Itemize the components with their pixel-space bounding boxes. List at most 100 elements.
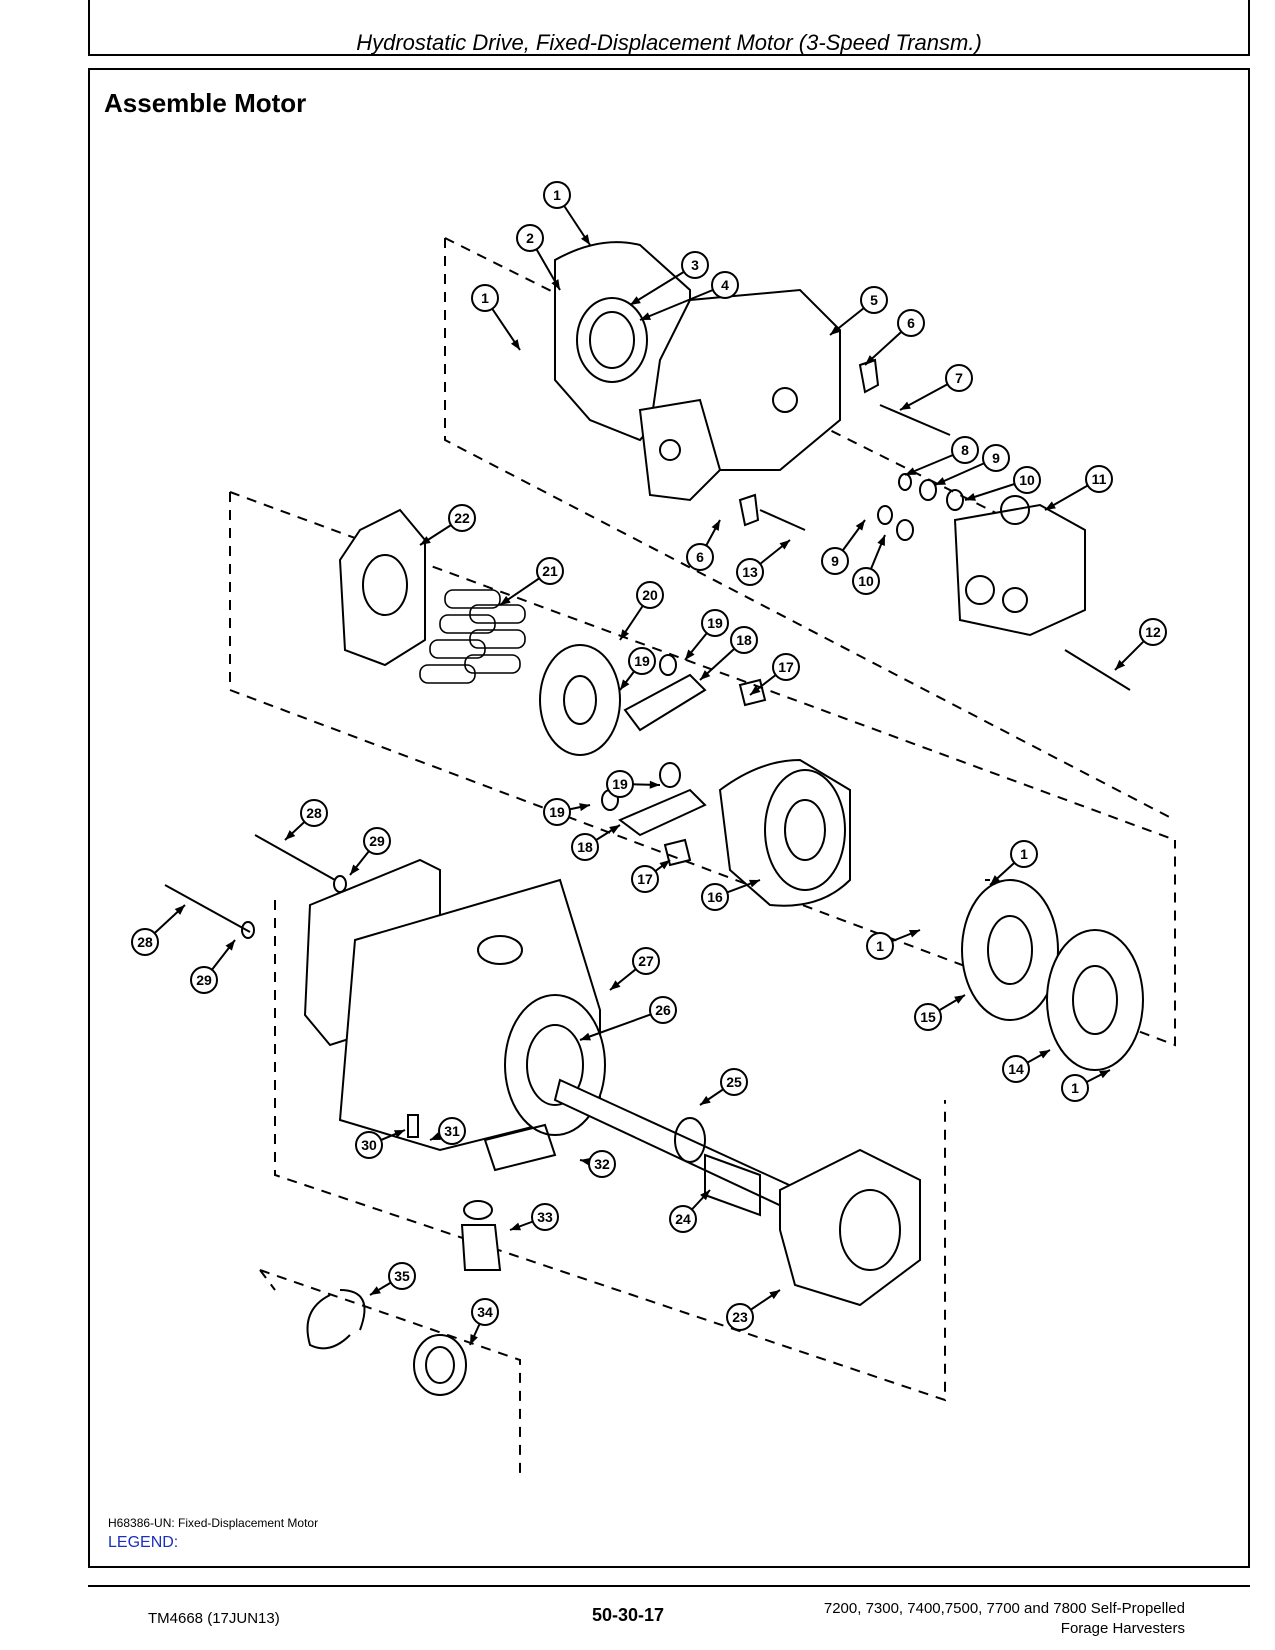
callout-bubble: [914, 1003, 942, 1031]
callout-arrowhead: [769, 1290, 780, 1300]
callout-arrowhead: [394, 1130, 405, 1138]
callout-1: 1: [866, 929, 921, 960]
callout-bubble: [571, 833, 599, 861]
callout-number: 6: [696, 549, 704, 565]
callout-bubble: [951, 436, 979, 464]
callout-bubble: [945, 364, 973, 392]
callout-bubble: [730, 626, 758, 654]
callout-28: 28: [131, 904, 186, 956]
callout-arrowhead: [905, 467, 916, 475]
callout-number: 19: [634, 653, 650, 669]
callout-number: 25: [726, 1074, 742, 1090]
callout-arrowhead: [350, 864, 360, 875]
page-header: Hydrostatic Drive, Fixed-Displacement Mo…: [88, 0, 1250, 56]
callout-19: 19: [606, 770, 661, 798]
callout-21: 21: [499, 557, 564, 606]
callout-bubble: [363, 827, 391, 855]
callout-arrowhead: [580, 1032, 591, 1041]
callout-number: 2: [526, 230, 534, 246]
callout-number: 4: [721, 277, 729, 293]
callout-26: 26: [579, 996, 677, 1041]
callout-bubble: [543, 181, 571, 209]
page-header-title: Hydrostatic Drive, Fixed-Displacement Mo…: [356, 30, 982, 55]
callout-14: 14: [1002, 1049, 1051, 1083]
callout-24: 24: [669, 1189, 711, 1233]
callout-bubble: [772, 653, 800, 681]
callout-arrowhead: [620, 679, 630, 690]
callout-number: 33: [537, 1209, 553, 1225]
callout-number: 6: [907, 315, 915, 331]
callout-number: 1: [553, 187, 561, 203]
callout-number: 1: [1020, 846, 1028, 862]
callout-8: 8: [904, 436, 979, 476]
callout-22: 22: [419, 504, 476, 546]
callout-arrowhead: [510, 339, 520, 350]
callout-arrowhead: [285, 830, 296, 840]
callout-arrowhead: [954, 995, 965, 1004]
callout-number: 17: [778, 659, 794, 675]
footer-doc-id: TM4668 (17JUN13): [148, 1610, 280, 1627]
callout-arrowhead: [370, 1286, 381, 1295]
callout-number: 10: [1019, 472, 1035, 488]
callout-bubble: [448, 504, 476, 532]
callout-bubble: [300, 799, 328, 827]
callout-arrowhead: [620, 629, 630, 640]
callout-number: 10: [858, 573, 874, 589]
callout-number: 13: [742, 564, 758, 580]
callout-4: 4: [639, 271, 739, 321]
callout-bubble: [821, 547, 849, 575]
callout-bubble: [628, 647, 656, 675]
callout-bubble: [701, 883, 729, 911]
callout-bubble: [388, 1262, 416, 1290]
callout-number: 28: [306, 805, 322, 821]
callout-bubble: [720, 1068, 748, 1096]
callout-number: 24: [675, 1211, 691, 1227]
callout-17: 17: [749, 653, 800, 696]
callout-arrowhead: [500, 595, 511, 605]
callout-arrowhead: [649, 780, 660, 789]
callout-bubble: [1002, 1055, 1030, 1083]
callout-number: 1: [1071, 1080, 1079, 1096]
callout-6: 6: [686, 519, 721, 571]
callout-bubble: [897, 309, 925, 337]
callout-number: 30: [361, 1137, 377, 1153]
callout-bubble: [636, 581, 664, 609]
callout-bubble: [669, 1205, 697, 1233]
callout-34: 34: [469, 1298, 499, 1346]
callout-arrowhead: [965, 493, 976, 501]
callout-number: 5: [870, 292, 878, 308]
callout-bubble: [606, 770, 634, 798]
callout-arrowhead: [610, 980, 621, 990]
callout-bubble: [632, 947, 660, 975]
callout-arrowhead: [865, 355, 876, 365]
callout-arrowhead: [225, 940, 235, 951]
callout-number: 12: [1145, 624, 1161, 640]
callout-arrowhead: [579, 803, 590, 812]
section-title: Assemble Motor: [104, 88, 307, 118]
callout-18: 18: [571, 824, 621, 861]
callout-arrowhead: [174, 905, 185, 915]
callout-1: 1: [1061, 1069, 1111, 1102]
callout-1: 1: [989, 840, 1038, 886]
callout-bubble: [355, 1131, 383, 1159]
footer-product-line-1: 7200, 7300, 7400,7500, 7700 and 7800 Sel…: [823, 1600, 1185, 1617]
callout-arrowhead: [700, 1190, 710, 1201]
callout-arrowhead: [700, 670, 711, 680]
callout-1: 1: [471, 284, 521, 351]
callout-5: 5: [829, 286, 888, 336]
callout-17: 17: [631, 859, 671, 893]
callout-3: 3: [629, 251, 709, 306]
callout-bubble: [711, 271, 739, 299]
callout-arrowhead: [580, 234, 590, 245]
callout-number: 19: [707, 615, 723, 631]
callout-bubble: [438, 1117, 466, 1145]
footer-product-line-2: Forage Harvesters: [1060, 1620, 1185, 1637]
callout-28: 28: [284, 799, 328, 841]
callout-bubble: [982, 444, 1010, 472]
callout-number: 9: [992, 450, 1000, 466]
callout-arrowhead: [855, 520, 865, 531]
callout-arrowhead: [711, 520, 720, 531]
callout-16: 16: [701, 879, 761, 911]
callout-arrowhead: [830, 325, 841, 335]
callout-bubble: [686, 543, 714, 571]
